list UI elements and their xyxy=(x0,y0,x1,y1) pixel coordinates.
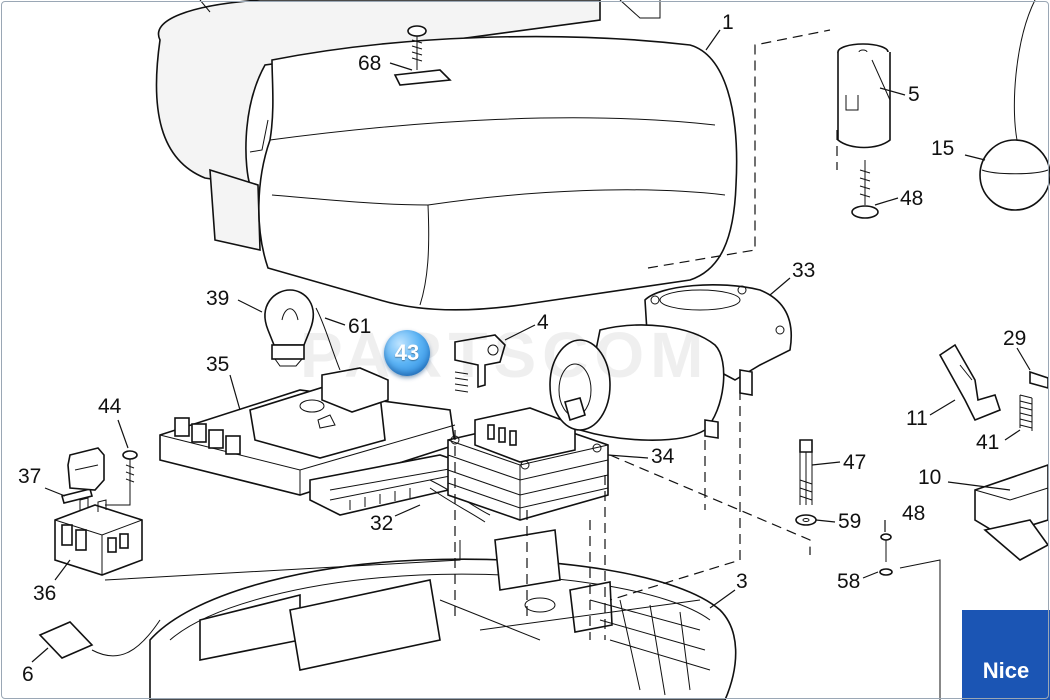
part-label-68: 68 xyxy=(358,52,382,75)
ball-part-15 xyxy=(979,0,1050,211)
part-label-58: 58 xyxy=(837,570,861,593)
plate-part-10 xyxy=(974,463,1050,561)
part-label-15: 15 xyxy=(931,137,955,160)
part-label-39: 39 xyxy=(206,287,230,310)
part-label-1: 1 xyxy=(722,11,734,34)
bolt-part-47 xyxy=(799,439,813,505)
part-label-3: 3 xyxy=(736,570,748,593)
part-label-41: 41 xyxy=(976,431,1000,454)
part-label-48-upper: 48 xyxy=(900,187,924,210)
part-label-36: 36 xyxy=(33,582,57,605)
cap-part-5 xyxy=(837,43,891,149)
arm-part-11 xyxy=(938,343,1001,422)
brand-logo: Nice xyxy=(962,610,1050,700)
part-label-59: 59 xyxy=(838,510,862,533)
part-label-44: 44 xyxy=(98,395,122,418)
part-label-11: 11 xyxy=(906,407,928,430)
part-43-hotspot[interactable]: 43 xyxy=(384,330,430,376)
part-label-29: 29 xyxy=(1003,327,1027,350)
screw-48-lower xyxy=(879,533,893,576)
motor-part-33 xyxy=(549,284,792,441)
washer-part-59 xyxy=(795,514,817,526)
part-label-4: 4 xyxy=(537,311,549,334)
spring-part-41 xyxy=(1019,394,1033,431)
fuse-block-part-36 xyxy=(54,497,143,576)
fuse-part-37 xyxy=(61,488,93,504)
terminal-part-4 xyxy=(454,334,506,393)
pad-part-6 xyxy=(38,621,94,659)
leader-lines xyxy=(31,29,1031,663)
screw-44 xyxy=(122,450,138,490)
part-label-35: 35 xyxy=(206,353,230,376)
part-label-5: 5 xyxy=(908,83,920,106)
part-label-34: 34 xyxy=(651,445,675,468)
fuse-cover-part xyxy=(67,447,105,491)
cover-part xyxy=(155,0,738,311)
part-label-61: 61 xyxy=(348,315,372,338)
part-label-47: 47 xyxy=(843,451,867,474)
pin-part-29 xyxy=(1029,370,1049,390)
screw-48-upper xyxy=(851,160,879,219)
bulb-part-39 xyxy=(264,289,315,367)
base-part-3 xyxy=(149,529,737,700)
part-label-48-lower: 48 xyxy=(902,502,926,525)
part-label-32: 32 xyxy=(370,512,394,535)
transformer-part-34 xyxy=(447,407,609,521)
part-label-10: 10 xyxy=(918,466,942,489)
screw-68 xyxy=(393,25,452,86)
part-label-33: 33 xyxy=(792,259,816,282)
part-label-37: 37 xyxy=(18,465,42,488)
part-label-6: 6 xyxy=(22,663,34,686)
